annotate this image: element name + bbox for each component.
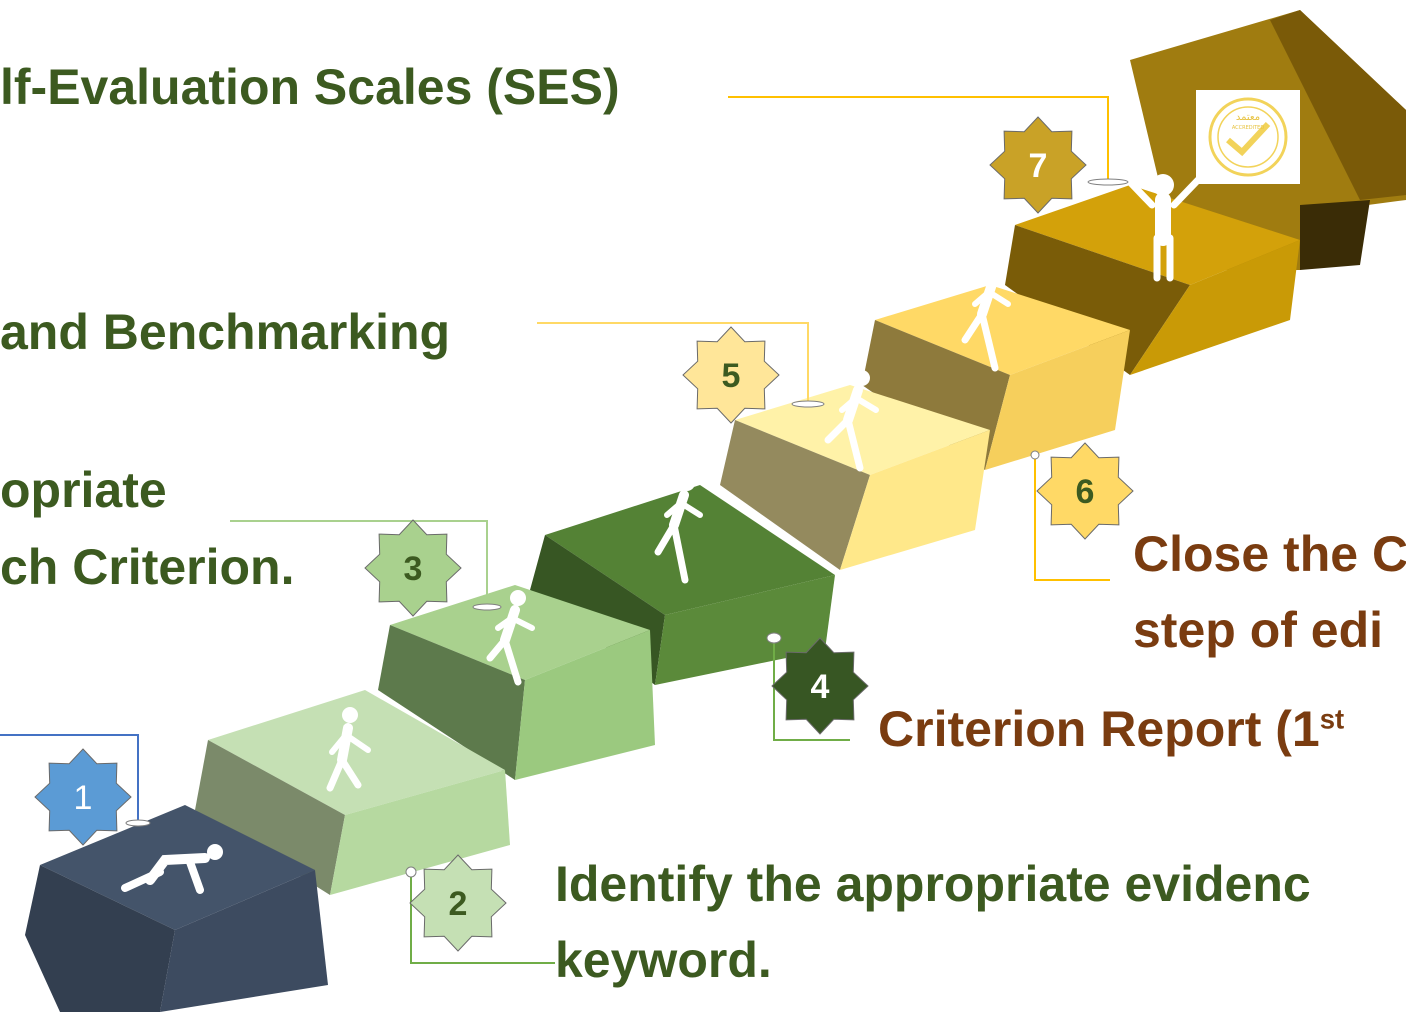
label-close-line1: Close the C: [1133, 526, 1406, 582]
step-3-star-badge: 3: [364, 519, 462, 617]
badge-arabic-text: معتمد: [1236, 112, 1260, 123]
label-ses: lf-Evaluation Scales (SES): [0, 59, 620, 115]
star-shape: [1036, 442, 1134, 540]
connector-endpoints: [125, 178, 1129, 878]
connector-6: [1034, 455, 1110, 581]
step-number: 4: [811, 668, 830, 706]
connector-lines: [0, 96, 1110, 964]
walking-figure-icon: [326, 707, 371, 792]
step-5-block: [720, 385, 990, 570]
running-figure-icon-1: [486, 590, 535, 686]
label-appropriate-line2: ch Criterion.: [0, 539, 295, 595]
connector-5: [537, 322, 809, 402]
connector-3: [230, 520, 488, 605]
running-figure-icon-3: [824, 370, 879, 472]
label-identify-line1: Identify the appropriate evidenc: [555, 856, 1311, 912]
star-shape: [771, 637, 869, 735]
step-number: 6: [1076, 473, 1095, 511]
step-5-star-badge: 5: [682, 326, 780, 424]
star-shape: [409, 854, 507, 952]
connector-7: [728, 96, 1109, 180]
step-1-star-badge: 1: [34, 748, 132, 846]
label-criterion-report-text: Criterion Report (1: [878, 701, 1320, 757]
celebrating-figure-icon: [1124, 174, 1202, 282]
star-shape: [364, 519, 462, 617]
label-close-line2: step of edi: [1133, 602, 1384, 658]
running-figure-icon-2: [654, 475, 703, 584]
star-shape: [34, 748, 132, 846]
badge-english-text: ACCREDITED: [1232, 125, 1264, 131]
step-number: 3: [404, 550, 423, 588]
step-number: 7: [1029, 147, 1048, 185]
step-2-block: [195, 690, 510, 895]
step-number: 5: [722, 357, 741, 395]
label-identify-line2: keyword.: [555, 932, 772, 988]
step-7-star-badge: 7: [989, 116, 1087, 214]
step-2-star-badge: 2: [409, 854, 507, 952]
accreditation-badge: معتمد ACCREDITED: [1196, 90, 1300, 184]
label-appropriate-line1: opriate: [0, 462, 167, 518]
step-number: 2: [449, 885, 468, 923]
star-shape: [989, 116, 1087, 214]
step-number-badges: 1 2 3 4 5 6 7: [34, 116, 1134, 952]
label-criterion-report-sup: st: [1319, 703, 1345, 735]
step-3-block: [378, 585, 655, 780]
label-benchmarking: and Benchmarking: [0, 304, 451, 360]
star-shape: [682, 326, 780, 424]
running-figure-icon-4: [961, 264, 1011, 372]
step-4-star-badge: 4: [771, 637, 869, 735]
label-criterion-report: Criterion Report (1st: [878, 702, 1344, 757]
connector-4: [773, 640, 850, 741]
step-number: 1: [74, 779, 93, 817]
crouching-figure-icon: [121, 844, 223, 894]
step-1-block: [25, 805, 328, 1012]
step-6-star-badge: 6: [1036, 442, 1134, 540]
connector-1: [0, 734, 139, 822]
